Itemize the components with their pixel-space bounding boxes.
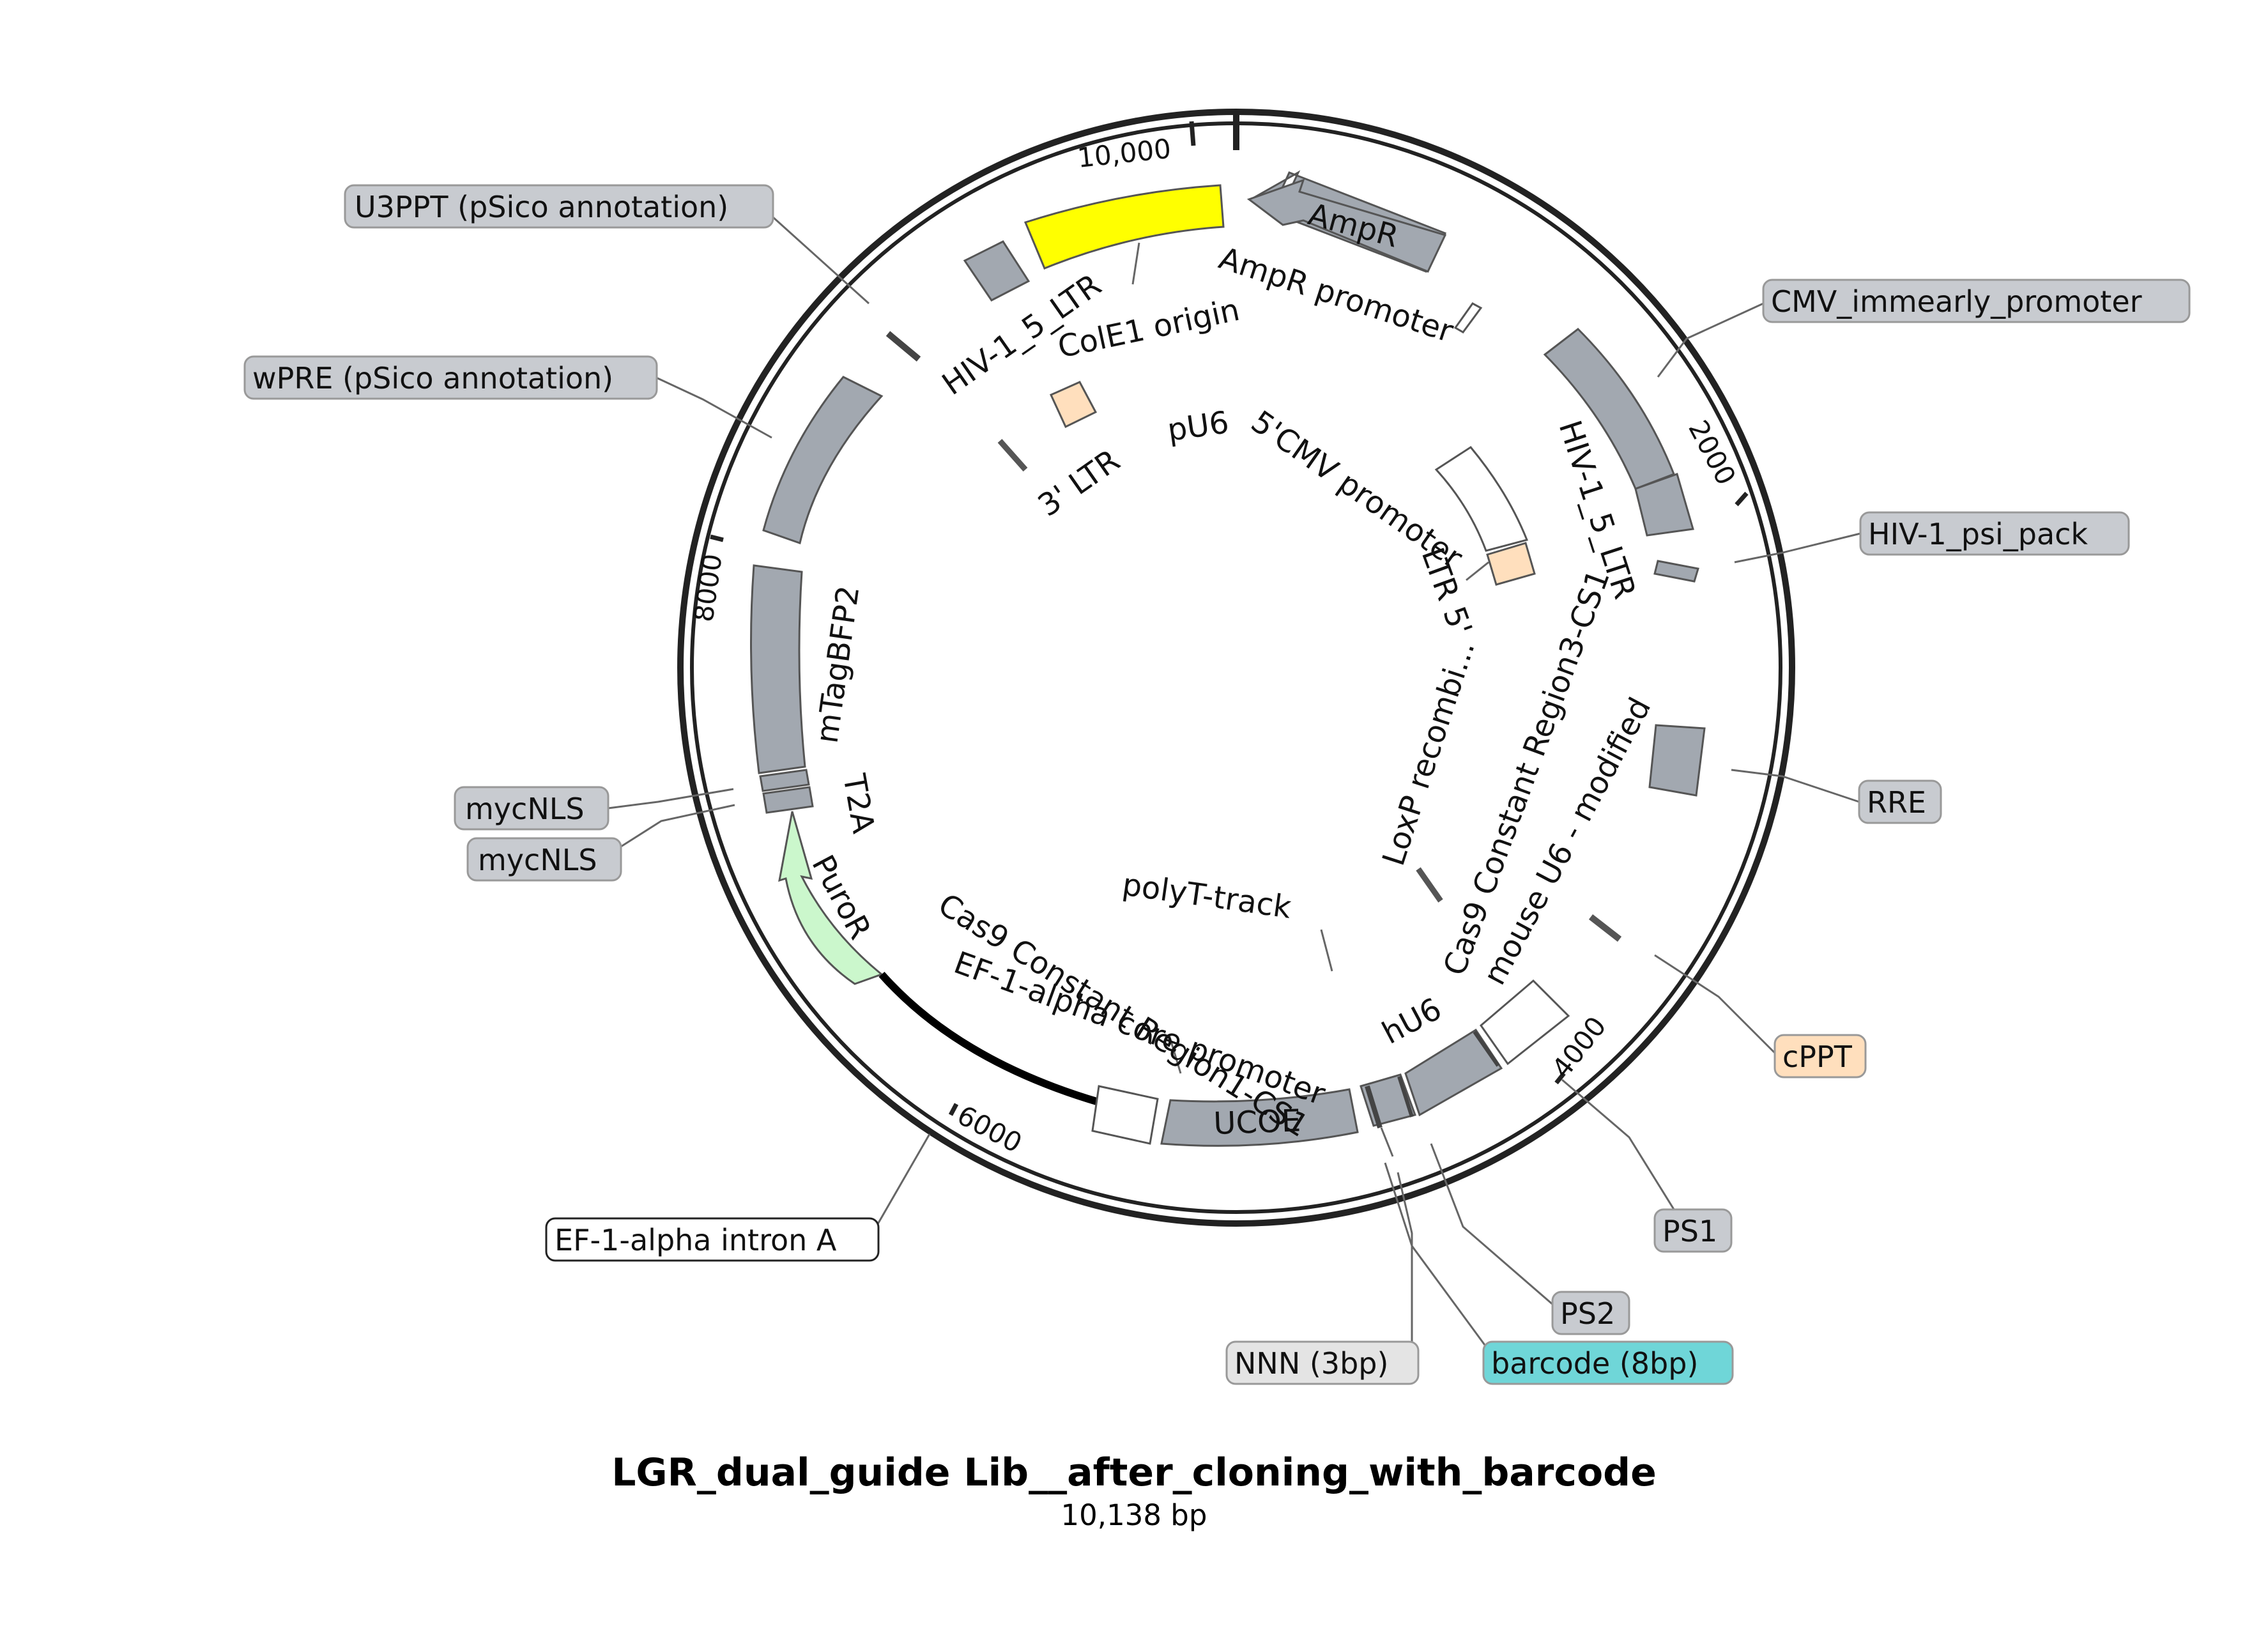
tick-label-2000: 2000 <box>1682 415 1742 490</box>
plasmid-title: LGR_dual_guide Lib__after_cloning_with_b… <box>611 1450 1657 1495</box>
callout-barcode-box[interactable] <box>1482 1340 1734 1385</box>
cppt-feature[interactable] <box>1588 914 1622 942</box>
label-hu6: hU6 <box>1376 991 1447 1052</box>
puror-feature[interactable] <box>778 811 884 985</box>
ltr5-feature[interactable] <box>1486 542 1536 586</box>
tick-label-8000: 8000 <box>687 552 728 624</box>
tick-4000 <box>1554 1071 1566 1085</box>
tick-label-10000: 10,000 <box>1076 133 1172 174</box>
label-loxp: LoxP recombi... <box>1375 636 1482 870</box>
callout-cmv[interactable]: CMV_immearly_promoter <box>1771 284 2142 319</box>
callout-mycnls-2-box[interactable] <box>466 837 622 882</box>
callout-nnn[interactable]: NNN (3bp) <box>1234 1346 1388 1381</box>
tick-10000 <box>1189 121 1196 146</box>
label-ltr5: LTR 5' <box>1414 543 1479 640</box>
wpre-feature[interactable] <box>762 376 884 544</box>
cmv-promoter-feature[interactable] <box>1543 328 1675 490</box>
label-ucoe: UCOE <box>1213 1103 1301 1142</box>
callout-lines <box>608 216 1861 1358</box>
ltr3-feature[interactable] <box>1050 381 1098 429</box>
u3ppt-feature[interactable] <box>885 331 921 362</box>
hiv-ltr-top-feature[interactable] <box>963 240 1031 302</box>
label-ef1-core: EF-1-alpha core promoter <box>949 945 1330 1113</box>
ucoe-feature[interactable] <box>1160 1088 1359 1147</box>
callout-wpre-box[interactable] <box>243 355 658 400</box>
callout-rre-box[interactable] <box>1858 779 1942 824</box>
callout-mycnls-2[interactable]: mycNLS <box>478 843 597 877</box>
label-t2a: T2A <box>836 771 881 836</box>
callout-ps1-box[interactable] <box>1653 1208 1733 1253</box>
callout-mycnls-1[interactable]: mycNLS <box>465 792 585 826</box>
label-ltr3: 3' LTR <box>1032 443 1126 524</box>
callout-boxes <box>243 184 2191 1385</box>
callout-barcode[interactable]: barcode (8bp) <box>1491 1346 1698 1381</box>
callout-psi-box[interactable] <box>1859 511 2130 556</box>
callout-ps1[interactable]: PS1 <box>1662 1214 1717 1248</box>
features <box>750 170 1706 1147</box>
callout-ps2[interactable]: PS2 <box>1560 1296 1615 1331</box>
ampr-promoter-feature[interactable] <box>1453 302 1483 334</box>
mycnls-feature-1[interactable] <box>759 769 810 792</box>
callout-nnn-box[interactable] <box>1225 1340 1420 1385</box>
callout-mycnls-1-box[interactable] <box>454 786 609 831</box>
callout-cmv-box[interactable] <box>1762 279 2191 323</box>
callout-psi[interactable]: HIV-1_psi_pack <box>1868 517 2088 551</box>
mouse-u6-divider-1 <box>1397 1076 1414 1117</box>
ef1-intron-arc <box>878 972 1100 1106</box>
callout-wpre[interactable]: wPRE (pSico annotation) <box>252 361 613 395</box>
tick-marks <box>710 112 1749 1116</box>
cole1-origin-feature[interactable] <box>1023 184 1225 270</box>
label-polyt: polyT-track <box>1120 866 1293 925</box>
mouse-u6-feature[interactable] <box>1404 1028 1503 1117</box>
callout-ef1-intron[interactable]: EF-1-alpha intron A <box>555 1223 837 1257</box>
ampr-arrow-body[interactable] <box>1246 178 1447 273</box>
ef1-core-feature[interactable] <box>1091 1085 1159 1145</box>
pu6-feature[interactable] <box>997 439 1028 472</box>
callout-ef1-intron-box[interactable] <box>545 1217 880 1262</box>
callout-rre[interactable]: RRE <box>1867 785 1926 820</box>
tick-2000 <box>1735 491 1749 507</box>
ps-cluster-feature[interactable] <box>1479 979 1570 1066</box>
hu6-divider <box>1365 1085 1383 1129</box>
plasmid-size: 10,138 bp <box>1061 1498 1207 1532</box>
psi-pack-feature[interactable] <box>1653 560 1699 583</box>
callout-cppt-box[interactable] <box>1774 1034 1867 1078</box>
label-mtagbfp2: mTagBFP2 <box>809 583 866 745</box>
callout-u3ppt-box[interactable] <box>344 184 774 229</box>
tick-8000 <box>710 534 724 542</box>
callout-cppt[interactable]: cPPT <box>1782 1040 1853 1074</box>
mtagbfp2-feature[interactable] <box>750 564 806 774</box>
callout-texts: U3PPT (pSico annotation) wPRE (pSico ann… <box>252 190 2142 1381</box>
label-pu6: pU6 <box>1165 404 1231 449</box>
callout-u3ppt[interactable]: U3PPT (pSico annotation) <box>355 190 728 224</box>
callout-ps2-box[interactable] <box>1551 1291 1630 1335</box>
loxp-feature[interactable] <box>1416 867 1443 903</box>
mycnls-feature-2[interactable] <box>762 786 814 814</box>
cmv5-feature[interactable] <box>1434 446 1529 552</box>
rre-feature[interactable] <box>1648 724 1706 797</box>
tick-6000 <box>948 1103 959 1116</box>
mouse-u6-divider-2 <box>1473 1031 1500 1067</box>
